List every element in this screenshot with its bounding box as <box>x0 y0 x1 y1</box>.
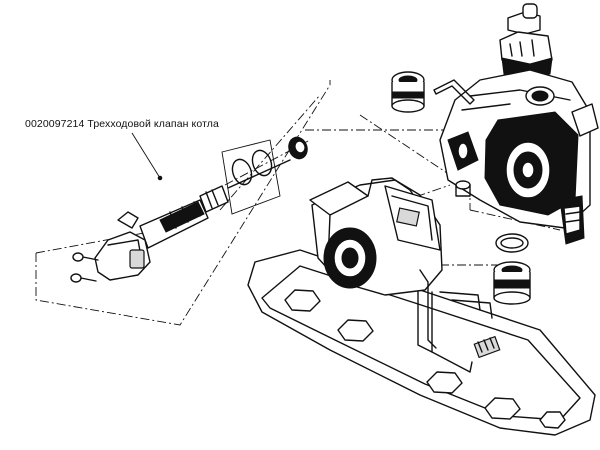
pump-motor <box>309 177 443 349</box>
small-fitting-left <box>455 180 471 197</box>
hydraulic-block <box>439 3 599 245</box>
plate-hexagon-5 <box>539 411 566 429</box>
screw-1 <box>72 252 99 262</box>
fitting-bottom-right <box>493 261 531 305</box>
plate-hexagon-4 <box>484 397 521 420</box>
top-sensor <box>499 3 553 81</box>
fitting-top-left <box>391 71 425 113</box>
gasket-ring <box>495 233 529 253</box>
screw-2 <box>70 273 97 283</box>
hex-key <box>433 79 475 105</box>
plate-hexagon-2 <box>337 319 374 342</box>
callout-leader <box>131 132 161 179</box>
three-way-valve <box>70 132 308 283</box>
o-ring-1 <box>231 158 253 186</box>
part-callout-label: 0020097214 Трехходовой клапан котла <box>25 118 219 130</box>
o-ring-2 <box>251 149 273 177</box>
plate-hexagon-3 <box>426 371 463 394</box>
plate-hexagon-1 <box>284 289 321 312</box>
